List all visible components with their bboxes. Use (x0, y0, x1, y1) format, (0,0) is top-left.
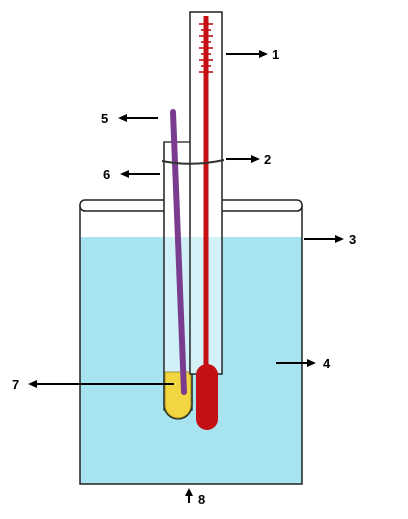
sample (164, 371, 192, 419)
label-3: 3 (349, 232, 356, 247)
arrow-8 (185, 488, 193, 503)
arrow-2 (226, 155, 260, 163)
thermometer (189, 11, 223, 430)
arrow-4 (276, 359, 316, 367)
arrow-6 (120, 170, 160, 178)
arrow-3 (304, 235, 344, 243)
label-1: 1 (272, 47, 279, 62)
beaker-wall (79, 205, 303, 485)
label-6: 6 (103, 167, 110, 182)
thermometer-scale (199, 23, 213, 73)
label-5: 5 (101, 111, 108, 126)
mercury-bulb (196, 364, 218, 430)
arrow-5 (118, 114, 158, 122)
label-4: 4 (323, 356, 331, 371)
arrow-1 (226, 50, 268, 58)
label-7: 7 (12, 377, 19, 392)
tube-outline (163, 142, 193, 420)
rubber-band (161, 159, 225, 165)
arrow-7 (28, 380, 174, 388)
stirring-rod (170, 109, 187, 395)
label-2: 2 (264, 152, 271, 167)
label-8: 8 (198, 492, 205, 507)
